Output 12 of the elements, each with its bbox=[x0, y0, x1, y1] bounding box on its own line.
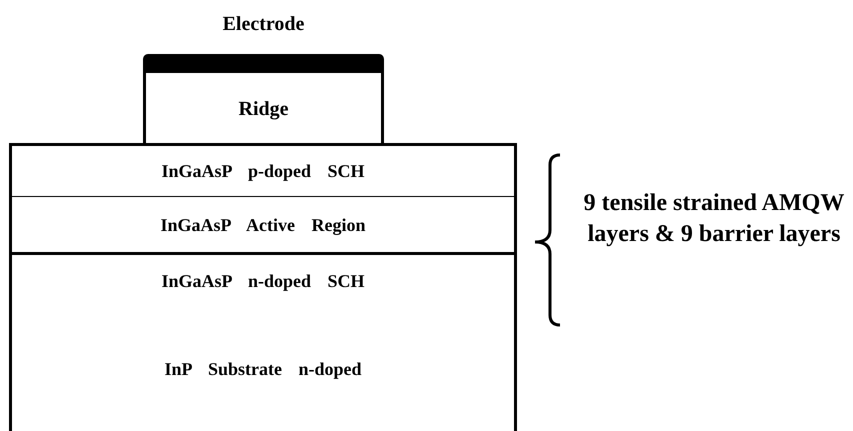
layer-label: InGaAsP n-doped SCH bbox=[161, 270, 365, 293]
annotation-text: 9 tensile strained AMQW layers & 9 barrier layers bbox=[583, 189, 845, 249]
layer-label: InGaAsP Active Region bbox=[160, 214, 366, 237]
layer-label: Ridge bbox=[238, 97, 288, 122]
substrate-layer bbox=[9, 307, 517, 431]
layer-label: InGaAsP p-doped SCH bbox=[161, 160, 365, 183]
electrode-label: Electrode bbox=[222, 12, 304, 37]
layer-box bbox=[9, 252, 517, 310]
layer-box bbox=[9, 143, 517, 199]
ridge-layer bbox=[143, 70, 384, 145]
layer-box bbox=[9, 197, 517, 254]
layer-label: InP Substrate n-doped bbox=[164, 358, 362, 381]
